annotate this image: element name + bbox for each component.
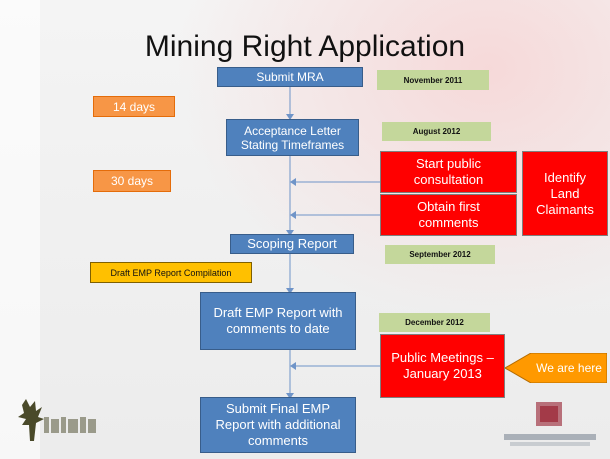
page-title: Mining Right Application — [144, 30, 466, 63]
we-are-here-callout: We are here — [505, 353, 607, 383]
arrowhead-consultation — [290, 178, 296, 186]
company-logo-left — [18, 399, 96, 441]
arrowhead-4 — [286, 393, 294, 399]
arrowhead-meetings — [290, 362, 296, 370]
date-label: November 2011 — [377, 70, 489, 90]
arrowhead-3 — [286, 288, 294, 294]
step-draft-emp-report: Draft EMP Report with comments to date — [200, 292, 356, 350]
callout-label: We are here — [536, 361, 602, 375]
date-label: December 2012 — [379, 313, 490, 332]
action-obtain-first-comments: Obtain first comments — [380, 194, 517, 236]
action-public-meetings: Public Meetings – January 2013 — [380, 334, 505, 398]
action-identify-land-claimants: Identify Land Claimants — [522, 151, 608, 236]
compilation-label: Draft EMP Report Compilation — [90, 262, 252, 283]
date-label: August 2012 — [382, 122, 491, 141]
arrowhead-2 — [286, 230, 294, 236]
duration-14-days: 14 days — [93, 96, 175, 117]
background-band — [0, 0, 40, 459]
step-acceptance-letter: Acceptance Letter Stating Timeframes — [226, 119, 359, 156]
company-logo-right — [504, 402, 596, 446]
duration-30-days: 30 days — [93, 170, 171, 192]
step-final-emp-report: Submit Final EMP Report with additional … — [200, 397, 356, 453]
arrowhead-1 — [286, 114, 294, 120]
date-label: September 2012 — [385, 245, 495, 264]
action-start-public-consultation: Start public consultation — [380, 151, 517, 193]
arrowhead-comments — [290, 211, 296, 219]
step-scoping-report: Scoping Report — [230, 234, 354, 254]
step-submit-mra: Submit MRA — [217, 67, 363, 87]
left-arrow-icon — [505, 353, 607, 383]
